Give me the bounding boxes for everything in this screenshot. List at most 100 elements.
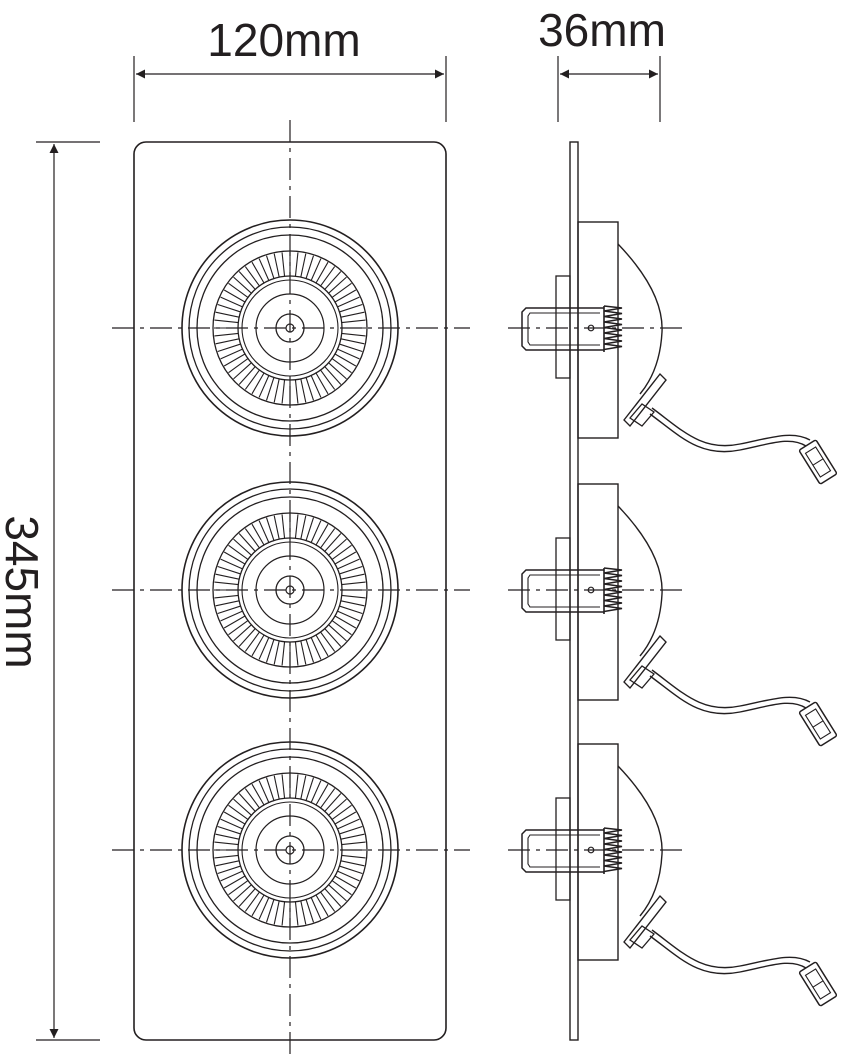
lamp-fin xyxy=(228,804,249,820)
depth-dimension: 36mm xyxy=(538,4,666,122)
lamp-fin xyxy=(220,870,243,882)
lamp-fin xyxy=(281,901,286,926)
lamp-fin xyxy=(251,372,265,395)
lamp-fin xyxy=(217,565,241,575)
lamp-fin xyxy=(320,266,336,287)
lamp-outer-ring xyxy=(181,219,399,437)
lamp-fin xyxy=(310,520,322,543)
lamp-fin xyxy=(320,528,336,549)
lamp-fin xyxy=(300,253,307,278)
lamp-fin xyxy=(300,775,307,800)
lamp-fin xyxy=(273,378,280,403)
lamp-fin xyxy=(337,818,360,830)
lamp-front-3 xyxy=(112,741,470,959)
lamp-reflector-outer xyxy=(237,275,343,381)
lamp-fin xyxy=(324,271,342,290)
lamp-fin xyxy=(334,551,357,565)
side-clip-pivot xyxy=(587,324,595,332)
lamp-fin xyxy=(310,375,322,398)
lamp-fin xyxy=(223,811,246,825)
side-spring-clip xyxy=(521,829,604,873)
connector-body xyxy=(798,439,838,485)
lamp-fin xyxy=(331,358,352,374)
lamp-bezel-ring xyxy=(196,496,384,684)
lamp-fin xyxy=(315,372,329,395)
lamp-fin xyxy=(228,620,249,636)
lamp-fin xyxy=(339,565,363,575)
lamp-fin xyxy=(215,338,240,345)
lamp-fin xyxy=(273,640,280,665)
lamp-fin xyxy=(228,358,249,374)
side-connector xyxy=(798,701,838,747)
lamp-fin xyxy=(328,362,347,380)
lamp-fin xyxy=(324,628,342,647)
height-label: 345mm xyxy=(0,515,48,668)
lamp-fin xyxy=(300,515,307,540)
width-dimension: 120mm xyxy=(133,14,447,122)
lamp-reflector-outer xyxy=(237,797,343,903)
side-view-plate xyxy=(569,141,579,1041)
lamp-fin xyxy=(324,793,342,812)
lamp-fin xyxy=(340,573,365,580)
lamp-fin xyxy=(294,641,299,666)
side-spring-clip-inner xyxy=(527,312,600,346)
width-label: 120mm xyxy=(207,14,360,66)
lamp-fin xyxy=(300,640,307,665)
lamp-fin xyxy=(281,514,286,539)
side-cable-inner xyxy=(651,929,811,969)
lamp-fin xyxy=(220,348,243,360)
lamp-fin xyxy=(294,514,299,539)
lamp-fin xyxy=(315,261,329,284)
lamp-fin xyxy=(215,860,240,867)
lamp-led-outer xyxy=(275,835,305,865)
lamp-fin xyxy=(220,818,243,830)
lamp-fin xyxy=(315,634,329,657)
lamp-fin xyxy=(294,901,299,926)
side-connector xyxy=(798,961,838,1007)
lamp-fin xyxy=(331,620,352,636)
lamp-fin xyxy=(328,538,347,556)
lamp-fin xyxy=(273,900,280,925)
lamp-fin xyxy=(265,377,275,401)
lamp-fin xyxy=(320,369,336,390)
side-spring-clip xyxy=(521,307,604,351)
height-dimension: 345mm xyxy=(0,141,100,1041)
lamp-fin xyxy=(340,600,365,607)
lamp-fin xyxy=(328,276,347,294)
lamp-fin xyxy=(300,900,307,925)
lamp-fin xyxy=(258,780,270,803)
lamp-fin xyxy=(244,788,260,809)
lamp-fin xyxy=(265,255,275,279)
lamp-fin xyxy=(258,637,270,660)
lamp-fin xyxy=(334,289,357,303)
lamp-outer-ring xyxy=(181,481,399,699)
side-view xyxy=(508,141,838,1041)
lamp-fin xyxy=(214,854,239,859)
lamp-fin xyxy=(337,558,360,570)
lamp-fin xyxy=(341,594,366,599)
side-cable-outer xyxy=(649,675,807,715)
lamp-fin xyxy=(334,353,357,367)
lamp-led-center xyxy=(285,585,295,595)
lamp-fin xyxy=(233,798,252,816)
lamp-fins xyxy=(214,252,366,404)
lamp-fin xyxy=(315,783,329,806)
connector-body xyxy=(798,961,838,1007)
side-mount-tab xyxy=(555,275,571,379)
lamp-fin xyxy=(305,517,315,541)
lamp-fin xyxy=(217,343,241,353)
lamp-fin xyxy=(339,825,363,835)
lamp-outer-inner-ring xyxy=(188,226,392,430)
lamp-fin xyxy=(305,899,315,923)
lamp-fin xyxy=(339,343,363,353)
lamp-lens-ring xyxy=(255,815,325,885)
lamp-fin xyxy=(238,271,256,290)
lamp-fin xyxy=(315,894,329,917)
lamp-fin xyxy=(251,523,265,546)
lamp-fin xyxy=(341,332,366,337)
lamp-fin-outer-ring xyxy=(212,772,368,928)
lamp-fin xyxy=(320,631,336,652)
lamp-fin xyxy=(223,615,246,629)
lamp-fin xyxy=(337,870,360,882)
connector-inner xyxy=(804,708,832,740)
